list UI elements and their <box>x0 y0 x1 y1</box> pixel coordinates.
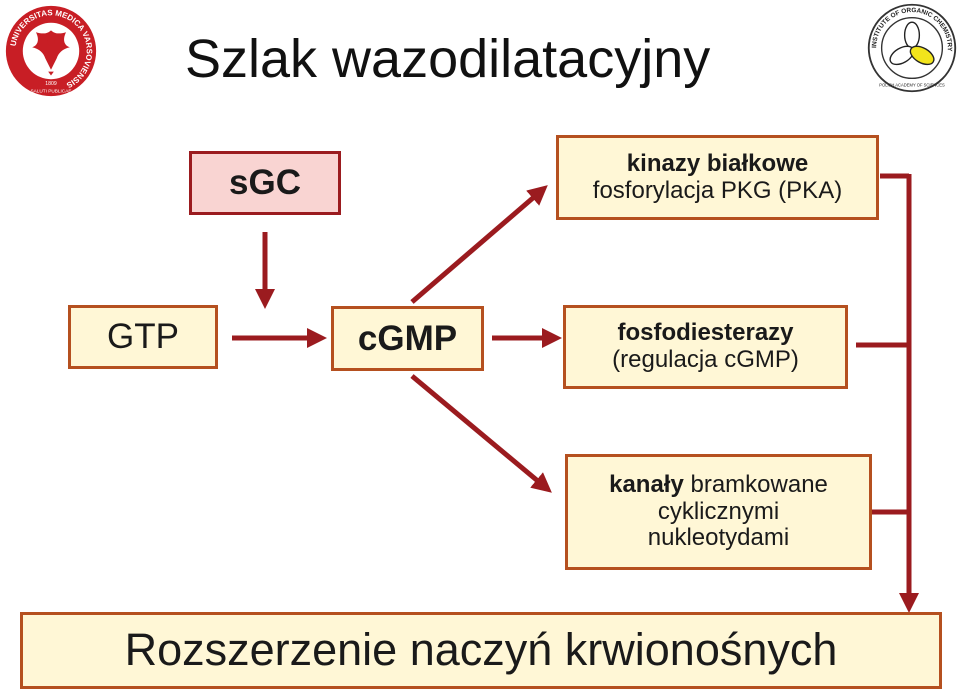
kanaly-rest-word: bramkowane <box>690 470 828 498</box>
arrow-cgmp-to-kinazy <box>410 185 548 304</box>
svg-text:SALUTI PUBLICAE: SALUTI PUBLICAE <box>31 88 72 93</box>
kanaly-line2: cyklicznymi <box>657 497 780 525</box>
institute-logo: INSTITUTE OF ORGANIC CHEMISTRY POLISH AC… <box>867 3 957 93</box>
svg-text:1809: 1809 <box>45 81 57 87</box>
fosfodiesterazy-box: fosfodiesterazy (regulacja cGMP) <box>563 305 848 389</box>
kinazy-box: kinazy białkowe fosforylacja PKG (PKA) <box>556 135 879 220</box>
cgmp-label: cGMP <box>357 318 458 358</box>
kinazy-title: kinazy białkowe <box>626 149 809 177</box>
kanaly-line1: kanały bramkowane <box>609 470 828 499</box>
fosfodiesterazy-title: fosfodiesterazy <box>617 319 794 347</box>
result-box: Rozszerzenie naczyń krwionośnych <box>20 612 942 689</box>
kanaly-bold-word: kanały <box>609 470 684 498</box>
result-label: Rozszerzenie naczyń krwionośnych <box>124 624 838 676</box>
gtp-box: GTP <box>68 305 218 369</box>
fosfodiesterazy-subtitle: (regulacja cGMP) <box>612 346 799 373</box>
sgc-box: sGC <box>189 151 341 215</box>
kinazy-subtitle: fosforylacja PKG (PKA) <box>592 176 843 204</box>
gtp-label: GTP <box>107 317 179 357</box>
cgmp-box: cGMP <box>331 306 484 371</box>
arrow-cgmp-to-kanaly <box>410 374 552 493</box>
university-seal-logo: UNIVERSITAS MEDICA VARSOVIENSIS 1809 SAL… <box>5 5 97 97</box>
kanaly-line3: nukleotydami <box>647 524 790 552</box>
kanaly-box: kanały bramkowane cyklicznymi nukleotyda… <box>565 454 872 570</box>
svg-text:POLISH ACADEMY OF SCIENCES: POLISH ACADEMY OF SCIENCES <box>879 83 945 88</box>
sgc-label: sGC <box>229 163 301 203</box>
slide-title: Szlak wazodilatacyjny <box>185 29 711 89</box>
